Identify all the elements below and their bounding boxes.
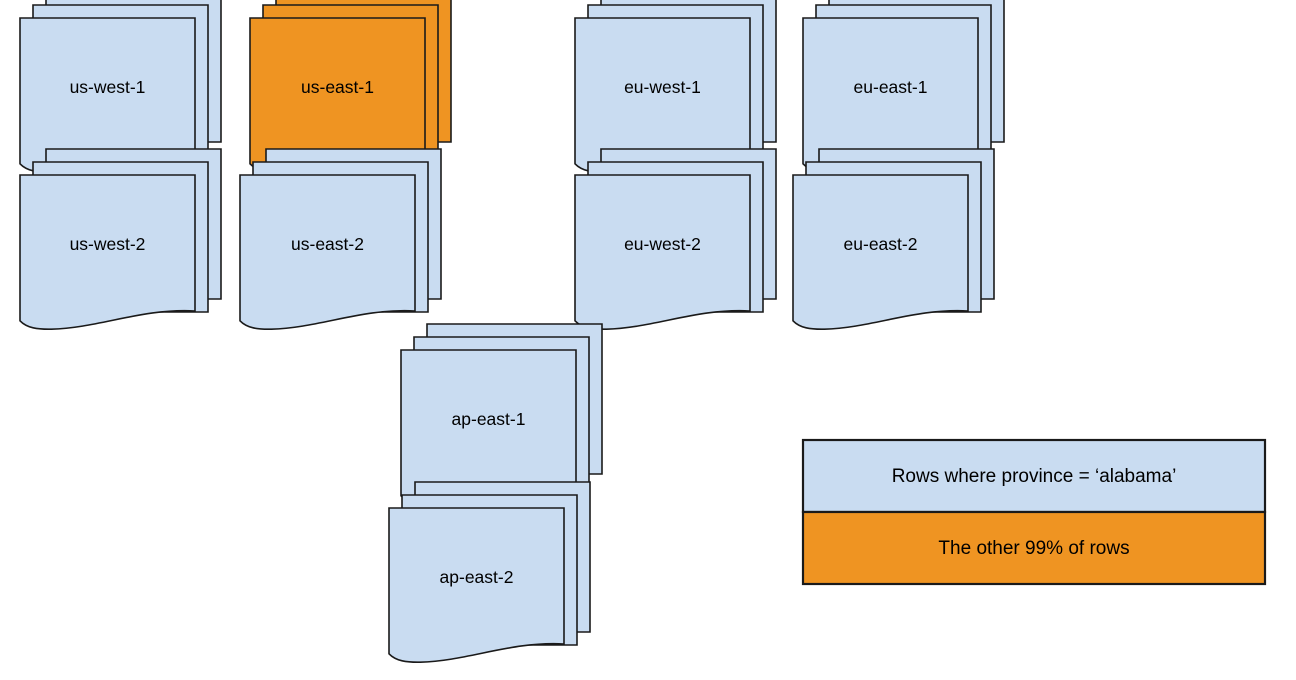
paper-stack-eu-west-2[interactable]: eu-west-2 (574, 148, 777, 331)
stack-label-eu-east-2: eu-east-2 (844, 234, 918, 254)
paper-stack-eu-west-1[interactable]: eu-west-1 (574, 0, 777, 174)
paper-stack-eu-east-2[interactable]: eu-east-2 (792, 148, 995, 331)
legend-row-legend-highlight[interactable]: The other 99% of rows (801, 510, 1267, 586)
stack-sheet-front (388, 507, 565, 664)
stack-label-us-east-1: us-east-1 (301, 77, 374, 97)
stack-label-ap-east-1: ap-east-1 (452, 409, 526, 429)
paper-stack-ap-east-2[interactable]: ap-east-2 (388, 481, 591, 664)
paper-stack-eu-east-1[interactable]: eu-east-1 (802, 0, 1005, 174)
stack-label-us-east-2: us-east-2 (291, 234, 364, 254)
paper-stack-us-east-1[interactable]: us-east-1 (249, 0, 452, 174)
stack-sheet-front (239, 174, 416, 331)
legend-label-legend-highlight: The other 99% of rows (938, 538, 1129, 559)
legend-label-legend-normal: Rows where province = ‘alabama’ (892, 466, 1177, 487)
legend-layer: Rows where province = ‘alabama’ The other… (801, 438, 1267, 586)
stack-label-eu-east-1: eu-east-1 (854, 77, 928, 97)
paper-stack-us-east-2[interactable]: us-east-2 (239, 148, 442, 331)
legend-row-legend-normal[interactable]: Rows where province = ‘alabama’ (801, 438, 1267, 514)
stack-label-eu-west-1: eu-west-1 (624, 77, 701, 97)
stack-label-ap-east-2: ap-east-2 (440, 567, 514, 587)
stack-sheet-front (792, 174, 969, 331)
stack-sheet-front (19, 174, 196, 331)
stacks-layer: us-west-1 us-east-1 eu-west-1 eu-east-1 us-w… (19, 0, 1005, 664)
stack-label-us-west-2: us-west-2 (70, 234, 146, 254)
legend-swatch-normal (801, 438, 1267, 514)
paper-stack-us-west-2[interactable]: us-west-2 (19, 148, 222, 331)
paper-stack-ap-east-1[interactable]: ap-east-1 (400, 323, 603, 506)
stack-label-us-west-1: us-west-1 (70, 77, 146, 97)
stack-label-eu-west-2: eu-west-2 (624, 234, 701, 254)
paper-stack-us-west-1[interactable]: us-west-1 (19, 0, 222, 174)
legend-swatch-highlight (801, 510, 1267, 586)
